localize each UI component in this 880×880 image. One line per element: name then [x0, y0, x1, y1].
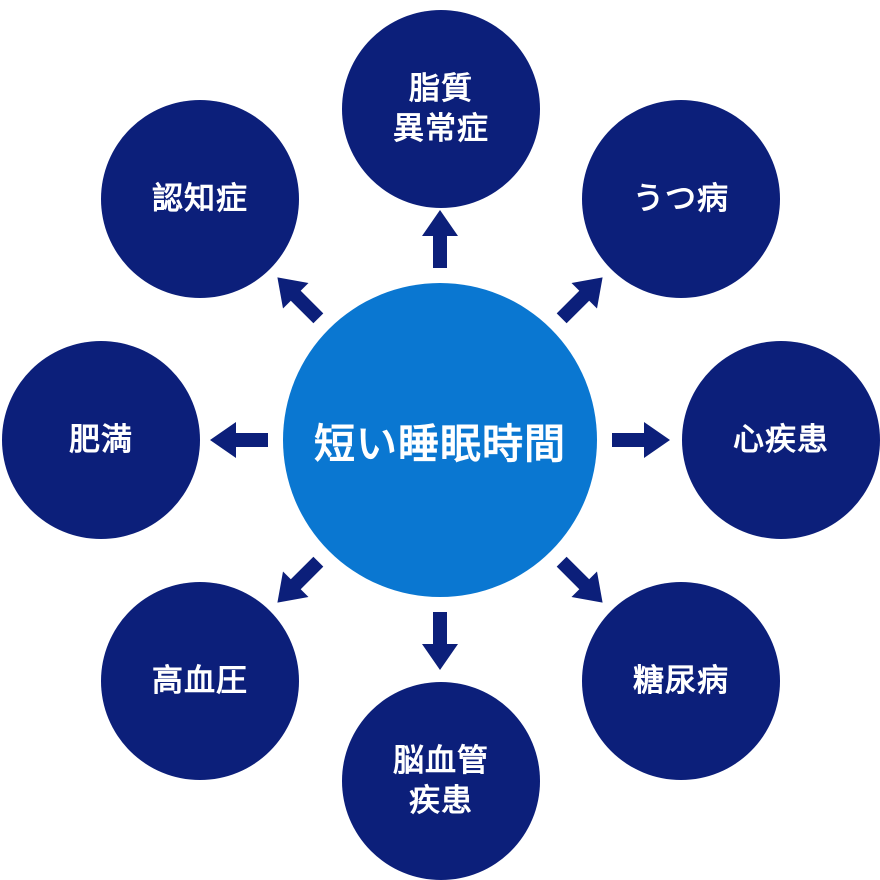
center-node: 短い睡眠時間 — [283, 283, 597, 597]
arrow-to-diabetes — [556, 556, 603, 603]
node-label-line: 異常症 — [393, 111, 489, 147]
arrow-to-hypertension — [277, 556, 324, 603]
node-label-line: 疾患 — [409, 783, 473, 819]
arrow-to-lipid-disorder — [422, 210, 458, 268]
node-label-line: 高血圧 — [152, 662, 248, 699]
center-label: 短い睡眠時間 — [314, 420, 566, 468]
node-label-line: 心疾患 — [733, 421, 829, 458]
arrow-to-obesity — [210, 422, 268, 458]
arrow-to-depression — [556, 277, 603, 324]
node-obesity: 肥満 — [2, 341, 200, 539]
node-lipid-disorder: 脂質 異常症 — [342, 10, 540, 208]
node-dementia: 認知症 — [101, 100, 299, 298]
node-label-line: うつ病 — [633, 180, 729, 217]
node-label-line: 脳血管 — [393, 742, 489, 779]
node-diabetes: 糖尿病 — [582, 582, 780, 780]
arrow-to-cerebrovascular-disease — [422, 612, 458, 670]
node-heart-disease: 心疾患 — [682, 341, 880, 539]
arrow-to-dementia — [277, 277, 324, 324]
node-cerebrovascular-disease: 脳血管 疾患 — [342, 682, 540, 880]
node-depression: うつ病 — [582, 100, 780, 298]
node-label-line: 認知症 — [152, 180, 248, 217]
node-label-line: 糖尿病 — [633, 662, 729, 699]
arrow-to-heart-disease — [612, 422, 670, 458]
node-label-line: 肥満 — [69, 421, 133, 458]
node-label-line: 脂質 — [409, 70, 473, 107]
node-hypertension: 高血圧 — [101, 582, 299, 780]
